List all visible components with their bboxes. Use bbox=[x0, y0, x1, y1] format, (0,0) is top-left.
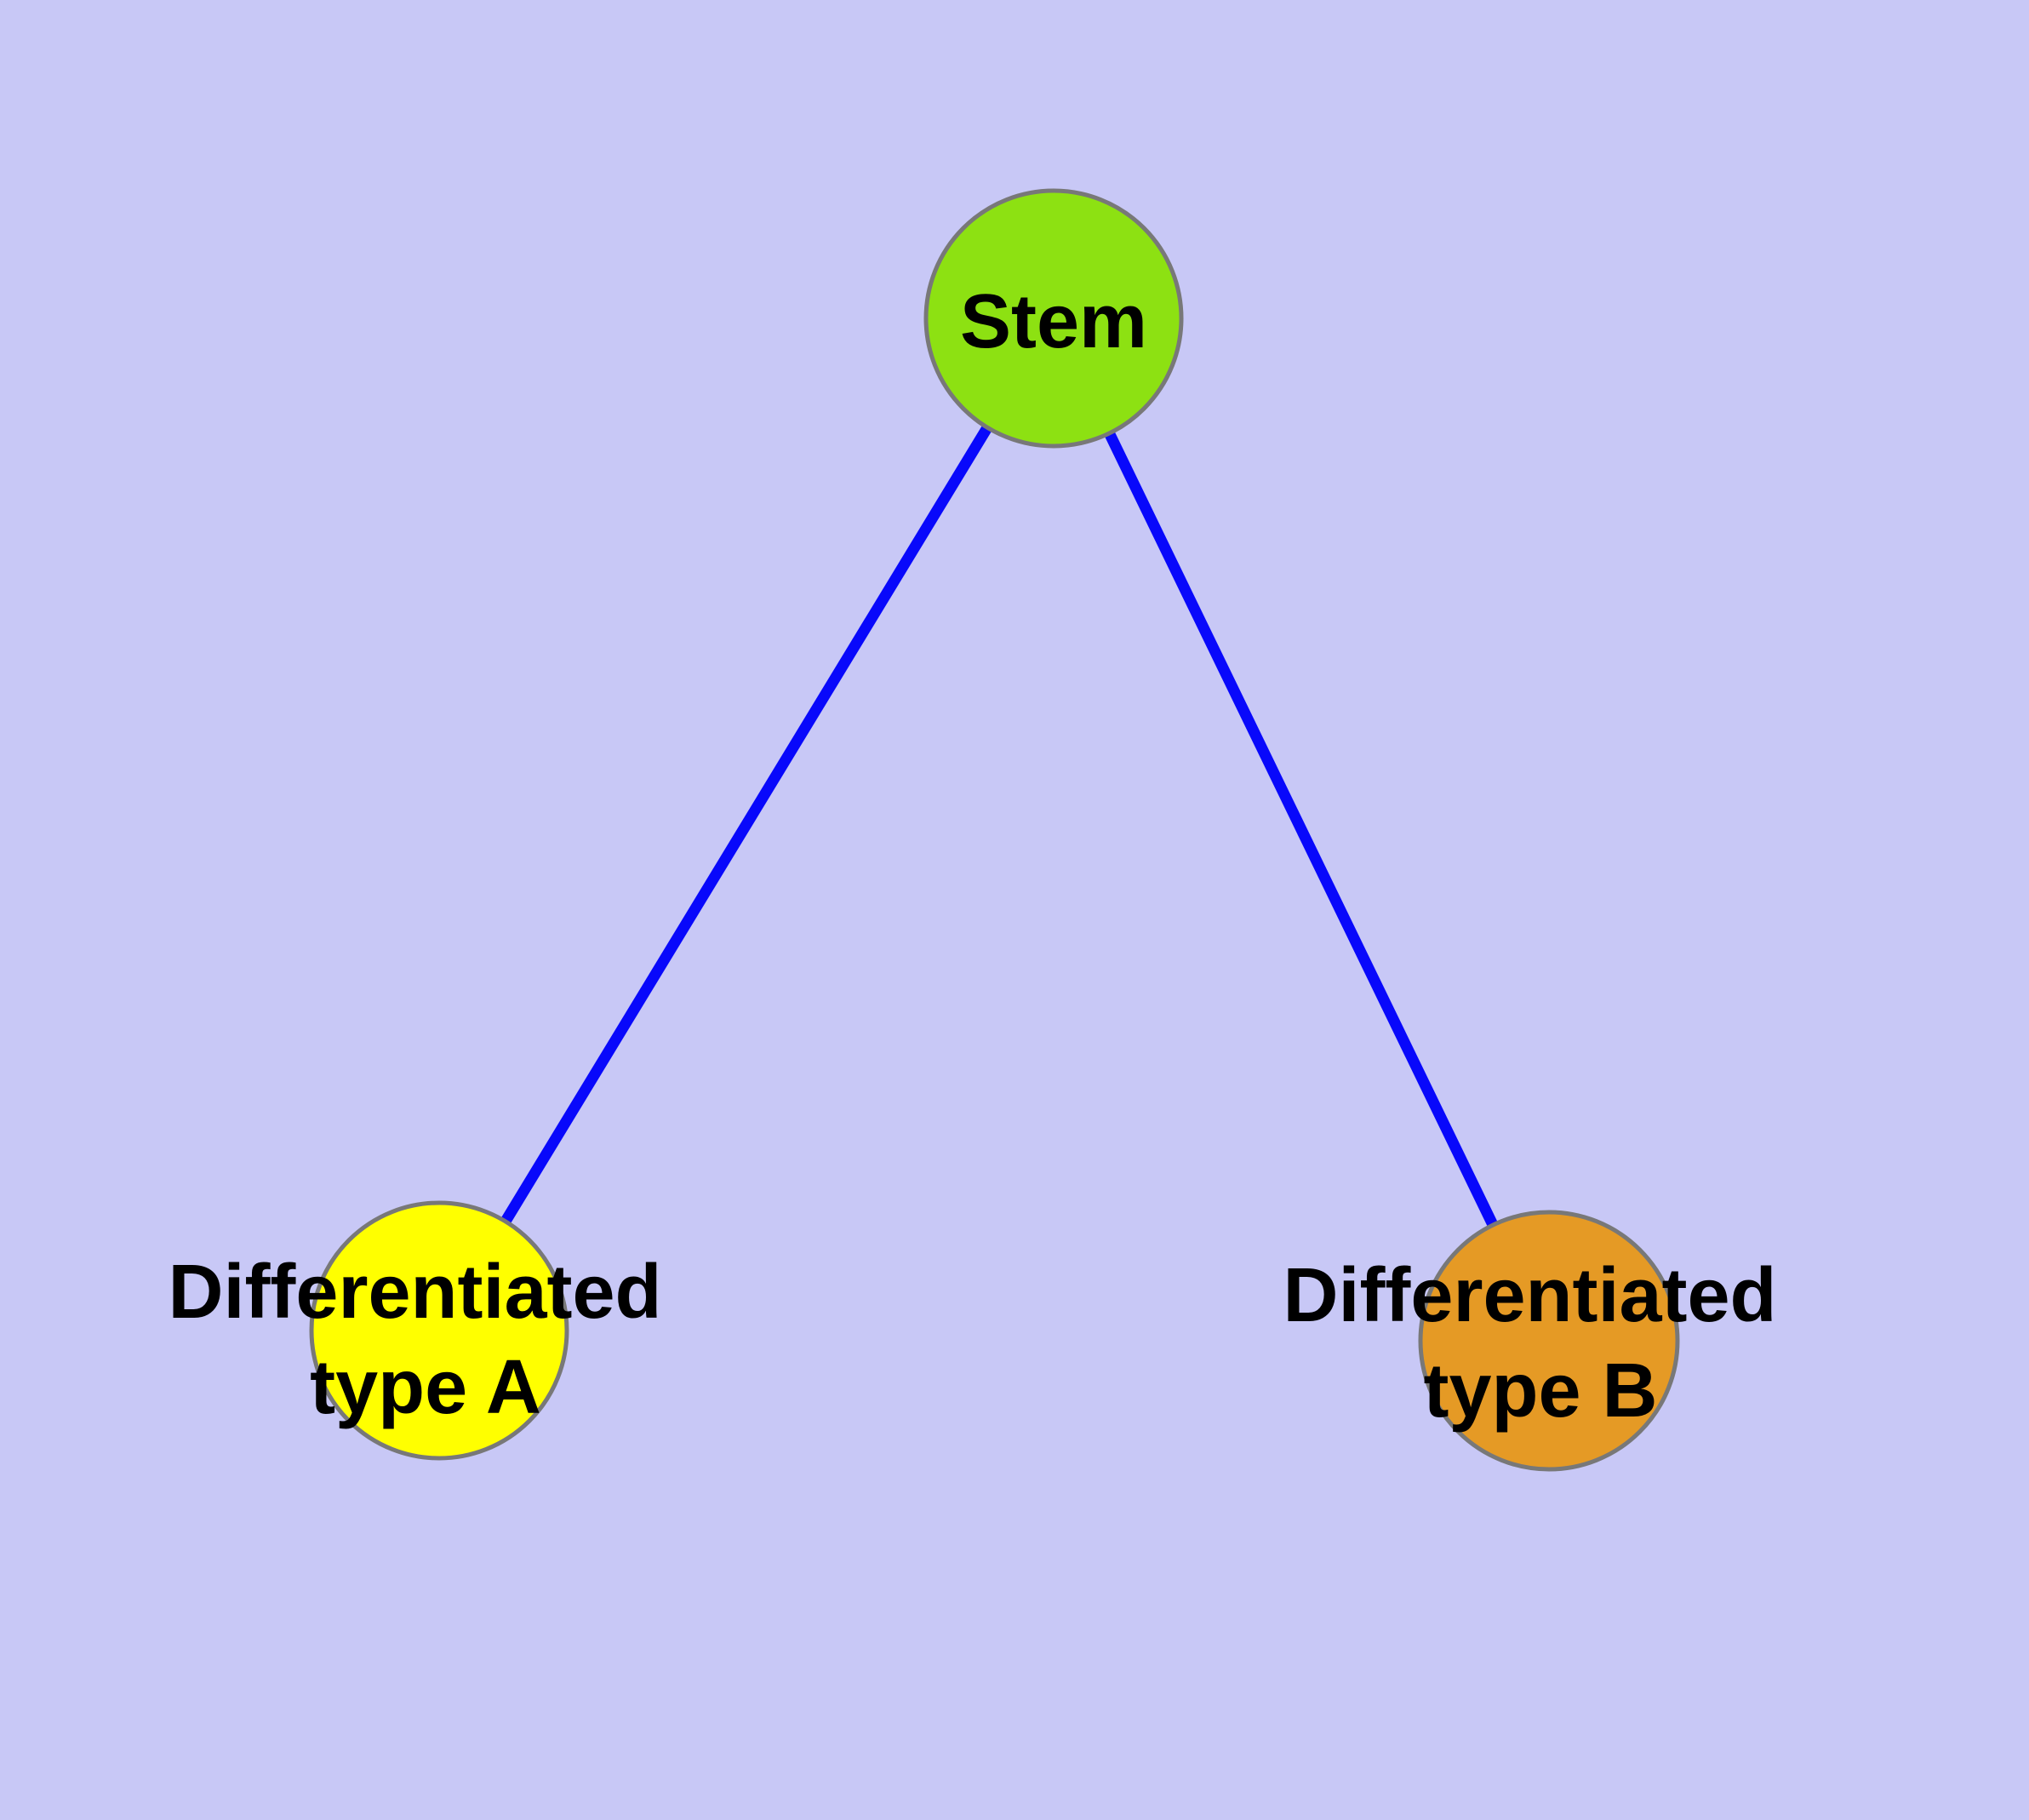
node-type-b-label-line1: Differentiated bbox=[1283, 1253, 1776, 1338]
node-type-a-label: Differentiated type A bbox=[168, 1250, 683, 1430]
node-type-b-label-line2: type B bbox=[1423, 1348, 1657, 1434]
node-type-a-label-line2: type A bbox=[310, 1345, 541, 1430]
node-type-a-label-line1: Differentiated bbox=[168, 1250, 661, 1335]
node-type-b-circle bbox=[1418, 1210, 1680, 1472]
node-stem-label: Stem bbox=[960, 279, 1147, 364]
node-type-a-circle bbox=[309, 1200, 569, 1461]
edge-stem-to-type-b bbox=[1049, 316, 1554, 1343]
node-type-b-label: Differentiated type B bbox=[1283, 1253, 1798, 1434]
node-stem-circle bbox=[923, 188, 1184, 449]
edge-stem-to-type-a bbox=[434, 315, 1059, 1334]
